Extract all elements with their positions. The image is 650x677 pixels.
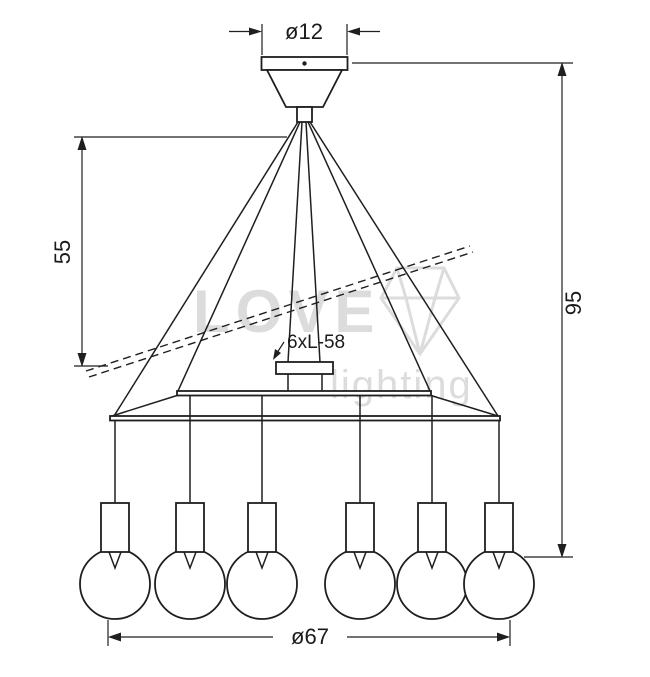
fixture-frame [109, 361, 501, 422]
bulb-socket [247, 502, 277, 553]
overall-height-value: 95 [561, 291, 586, 315]
watermark: LOVE lighting [193, 266, 473, 407]
bulb-socket [175, 502, 205, 553]
watermark-tagline-text: lighting [330, 363, 473, 407]
diamond-icon [379, 266, 461, 357]
bulb-glass [79, 548, 151, 620]
bulb-filament [183, 551, 197, 571]
ceiling-canopy [260, 56, 349, 123]
bulb-pendant [396, 502, 468, 620]
bulb-filament [255, 551, 269, 571]
bulb-glass [226, 548, 298, 620]
suspension-cords [113, 121, 499, 417]
bulb-socket [417, 502, 447, 553]
cord-spec-label: 6xL-58 [273, 332, 345, 360]
canopy-diameter-value: ø12 [285, 19, 323, 44]
suspension-drop-value: 55 [50, 240, 75, 264]
bulb-filament [353, 551, 367, 571]
canopy-screw [302, 61, 307, 66]
canopy-neck [296, 106, 313, 123]
bulb-glass [324, 548, 396, 620]
bulb-pendant [154, 502, 226, 620]
bulb-glass [396, 548, 468, 620]
bulb-glass [463, 548, 535, 620]
drop-cords [114, 395, 500, 504]
frame-right-edge [430, 394, 499, 417]
fixture-diameter-value: ø67 [291, 624, 329, 649]
bulb-pendant [79, 502, 151, 620]
bulb-pendant [463, 502, 535, 620]
bulb-filament [108, 551, 122, 571]
canopy-cup [265, 69, 344, 108]
dimension-suspension-drop: 55 [50, 136, 287, 367]
bulb-pendant [324, 502, 396, 620]
tilt-reference-lines [85, 245, 474, 378]
frame-front-rail [109, 415, 501, 422]
frame-center-plate [275, 361, 334, 375]
bulb-socket [345, 502, 375, 553]
bulb-glass [154, 548, 226, 620]
dimension-fixture-diameter: ø67 [107, 620, 511, 649]
watermark-brand-text: LOVE [193, 278, 380, 345]
bulb-filament [492, 551, 506, 571]
cord-spec-value: 6xL-58 [287, 332, 345, 353]
bulb-filament [425, 551, 439, 571]
bulb-pendants [79, 502, 535, 620]
frame-back-rail [176, 390, 432, 397]
dimension-canopy-diameter: ø12 [229, 19, 380, 55]
bulb-socket [100, 502, 130, 553]
bulb-socket [484, 502, 514, 553]
dimension-overall-height: 95 [352, 62, 586, 558]
bulb-pendant [226, 502, 298, 620]
frame-left-edge [111, 394, 178, 417]
